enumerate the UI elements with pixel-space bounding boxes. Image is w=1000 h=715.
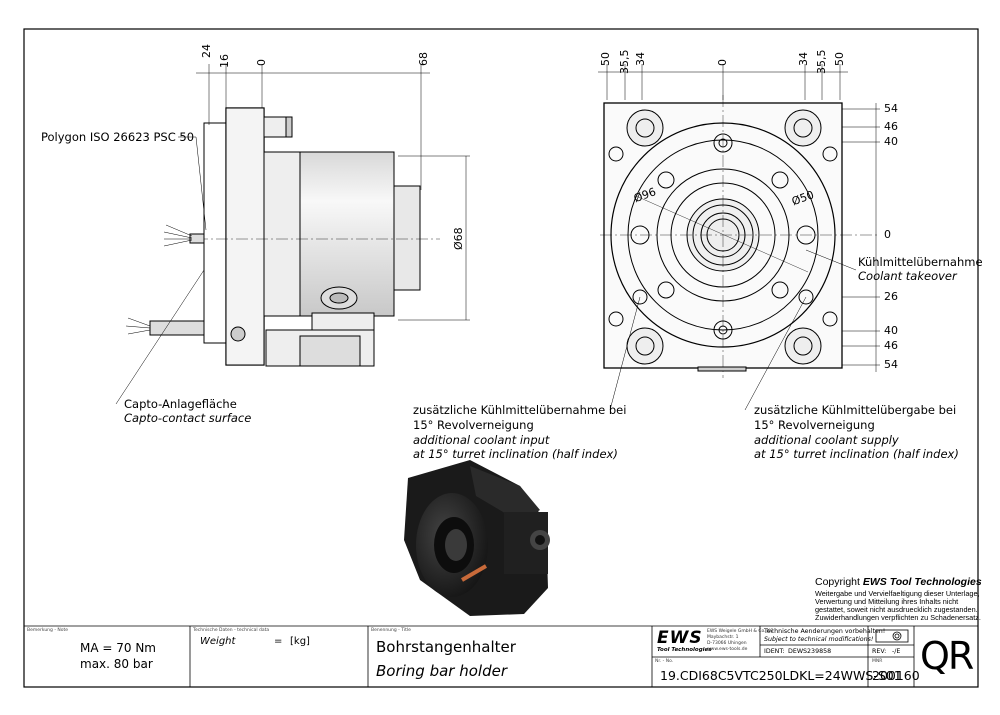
label-coolant-takeover-de: Kühlmittelübernahme — [858, 255, 983, 269]
dim-34-left: 34 — [634, 52, 647, 66]
dim-0-side: 0 — [255, 59, 268, 66]
note-line1: MA = 70 Nm — [80, 641, 156, 655]
copyright-prefix: Copyright — [815, 576, 863, 588]
dim-35-5-left: 35,5 — [618, 49, 631, 75]
rev-value: -/E — [892, 648, 901, 655]
label-capto-de: Capto-Anlagefläche — [124, 397, 237, 411]
label-add-input-de2: 15° Revolverneigung — [413, 418, 534, 432]
label-add-input-en2: at 15° turret inclination (half index) — [413, 447, 618, 461]
note-line2: max. 80 bar — [80, 657, 153, 671]
ews-logo-sub: Tool Technologies — [657, 647, 712, 653]
copyright-brand: EWS Tool Technologies — [862, 576, 982, 588]
mnr-value: 200160 — [872, 668, 920, 683]
sheet-border — [23, 28, 979, 688]
isometric-view — [404, 460, 550, 616]
title-block — [24, 625, 978, 687]
ews-logo: EWS — [657, 628, 703, 648]
copyright-line4: Zuwiderhandlungen verpflichten zu Schade… — [815, 613, 981, 622]
rev-label: REV: — [872, 648, 887, 655]
company-line-1: EWS Weigele GmbH & Co. KG — [707, 629, 774, 634]
dim-50-right: 50 — [833, 52, 846, 66]
nr-caption: Nr. - No. — [655, 659, 674, 664]
label-add-input-de1: zusätzliche Kühlmittelübernahme bei — [413, 403, 627, 417]
dim-r-46-bottom: 46 — [884, 339, 898, 352]
company-line-3: D-73066 Uhingen — [707, 641, 747, 646]
dim-35-5-right: 35,5 — [815, 49, 828, 75]
dim-0-front: 0 — [716, 59, 729, 66]
part-number: 19.CDI68C5VTC250LDKL=24WWS-S01 — [660, 668, 902, 683]
dim-50-left: 50 — [599, 52, 612, 66]
copyright-line2: Verwertung und Mitteilung ihres Inhalts … — [815, 597, 959, 606]
label-add-supply-en1: additional coolant supply — [754, 433, 899, 447]
title-caption: Benennung - Title — [371, 628, 411, 633]
dim-r-54-top: 54 — [884, 102, 898, 115]
title-en: Boring bar holder — [376, 662, 508, 680]
tech-caption: Technische Daten - technical data — [193, 628, 270, 633]
company-line-2: Maybachstr. 1 — [707, 635, 739, 640]
changes-de: Technische Aenderungen vorbehalten! — [764, 628, 886, 635]
label-add-supply-de2: 15° Revolverneigung — [754, 418, 875, 432]
dim-dia-68: Ø68 — [452, 227, 465, 250]
mnr-caption: MNR — [872, 659, 883, 664]
ident-value: DEWS239858 — [788, 648, 832, 655]
label-polygon: Polygon ISO 26623 PSC 50 — [41, 130, 195, 144]
weight-label: Weight — [200, 636, 236, 647]
label-add-input-en1: additional coolant input — [413, 433, 550, 447]
side-view — [115, 64, 470, 405]
dim-68: 68 — [417, 52, 430, 66]
dim-24: 24 — [200, 44, 213, 58]
label-add-supply-de1: zusätzliche Kühlmittelübergabe bei — [754, 403, 957, 417]
qr-mark: QR — [920, 634, 974, 678]
dim-r-40-top: 40 — [884, 135, 898, 148]
dim-r-40-bottom: 40 — [884, 324, 898, 337]
copyright-line1: Weitergabe und Vervielfaeltigung dieser … — [815, 589, 980, 598]
dim-34-right: 34 — [797, 52, 810, 66]
company-line-4: www.ews-tools.de — [707, 647, 748, 652]
dim-16: 16 — [218, 54, 231, 68]
front-view — [598, 64, 880, 411]
dim-r-46-top: 46 — [884, 120, 898, 133]
dim-r-26: 26 — [884, 290, 898, 303]
weight-eq: = — [274, 636, 283, 647]
copyright-title: Copyright EWS Tool Technologies — [815, 576, 982, 588]
dim-r-54-bottom: 54 — [884, 358, 898, 371]
weight-unit: [kg] — [290, 636, 310, 647]
changes-en: Subject to technical modifications! — [764, 636, 874, 643]
label-capto-en: Capto-contact surface — [124, 411, 252, 425]
label-coolant-takeover-en: Coolant takeover — [858, 269, 957, 283]
title-de: Bohrstangenhalter — [376, 638, 516, 656]
note-caption: Bemerkung - Note — [27, 628, 69, 633]
label-add-supply-en2: at 15° turret inclination (half index) — [754, 447, 959, 461]
ident-label: IDENT: — [764, 648, 785, 655]
dim-r-0: 0 — [884, 228, 891, 241]
copyright-line3: gestattet, soweit nicht ausdruecklich zu… — [815, 605, 978, 614]
